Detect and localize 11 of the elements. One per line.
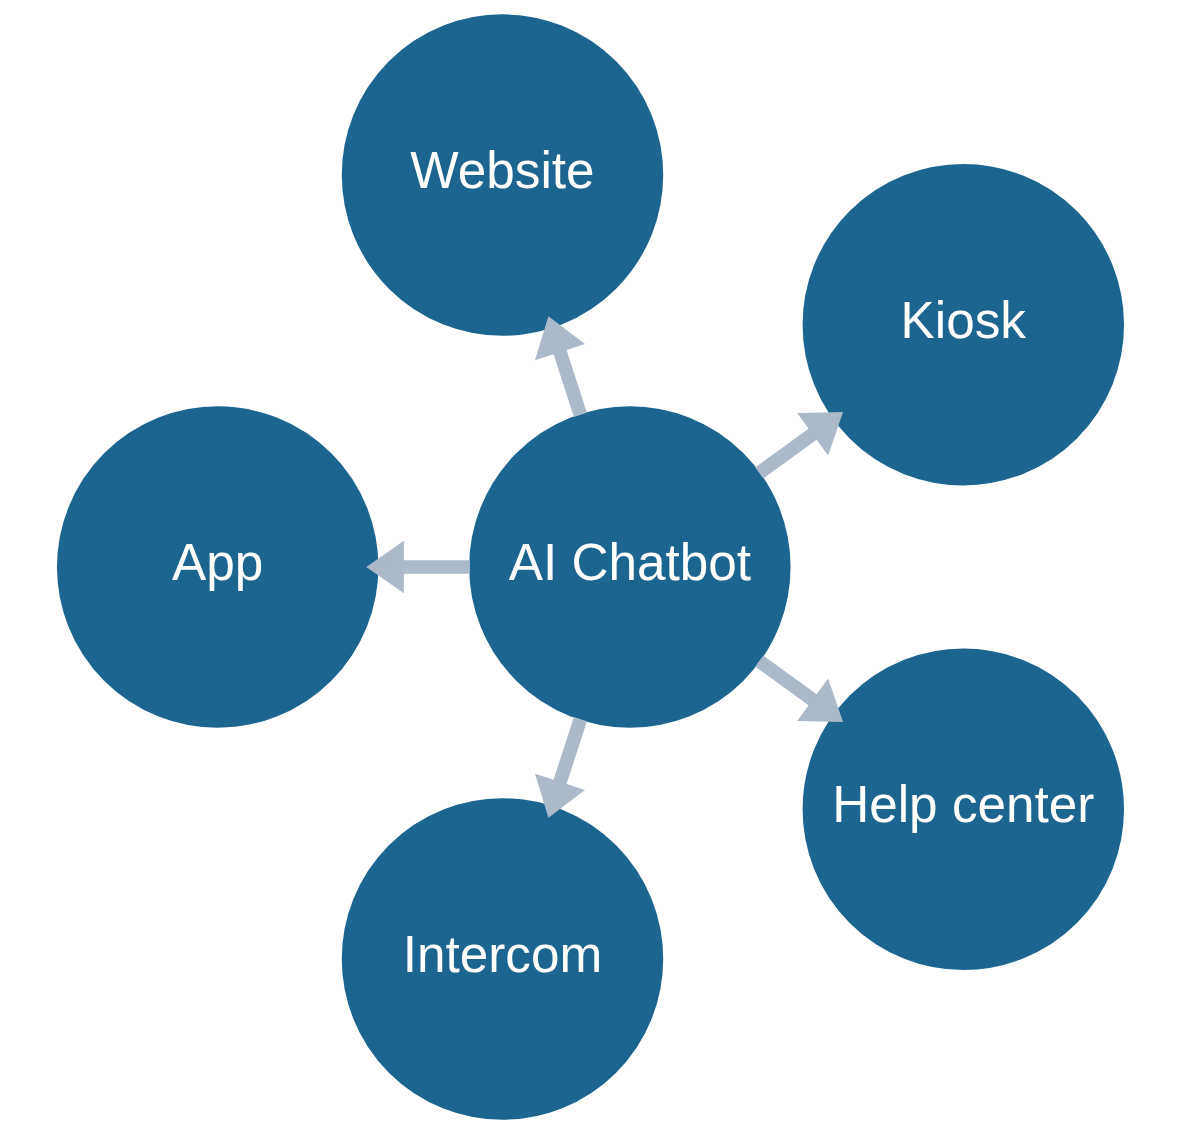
arrow: [754, 655, 843, 722]
node-circle: Website: [341, 14, 663, 336]
node-circle: Intercom: [341, 798, 663, 1120]
node-circle: Kiosk: [802, 164, 1124, 486]
arrow: [534, 316, 587, 418]
arrow: [754, 412, 843, 479]
arrow: [365, 540, 470, 594]
arrow: [534, 717, 587, 818]
node-circle: AI Chatbot: [468, 406, 791, 728]
node-circle: App: [56, 406, 378, 728]
node-circle: Help center: [802, 648, 1124, 970]
